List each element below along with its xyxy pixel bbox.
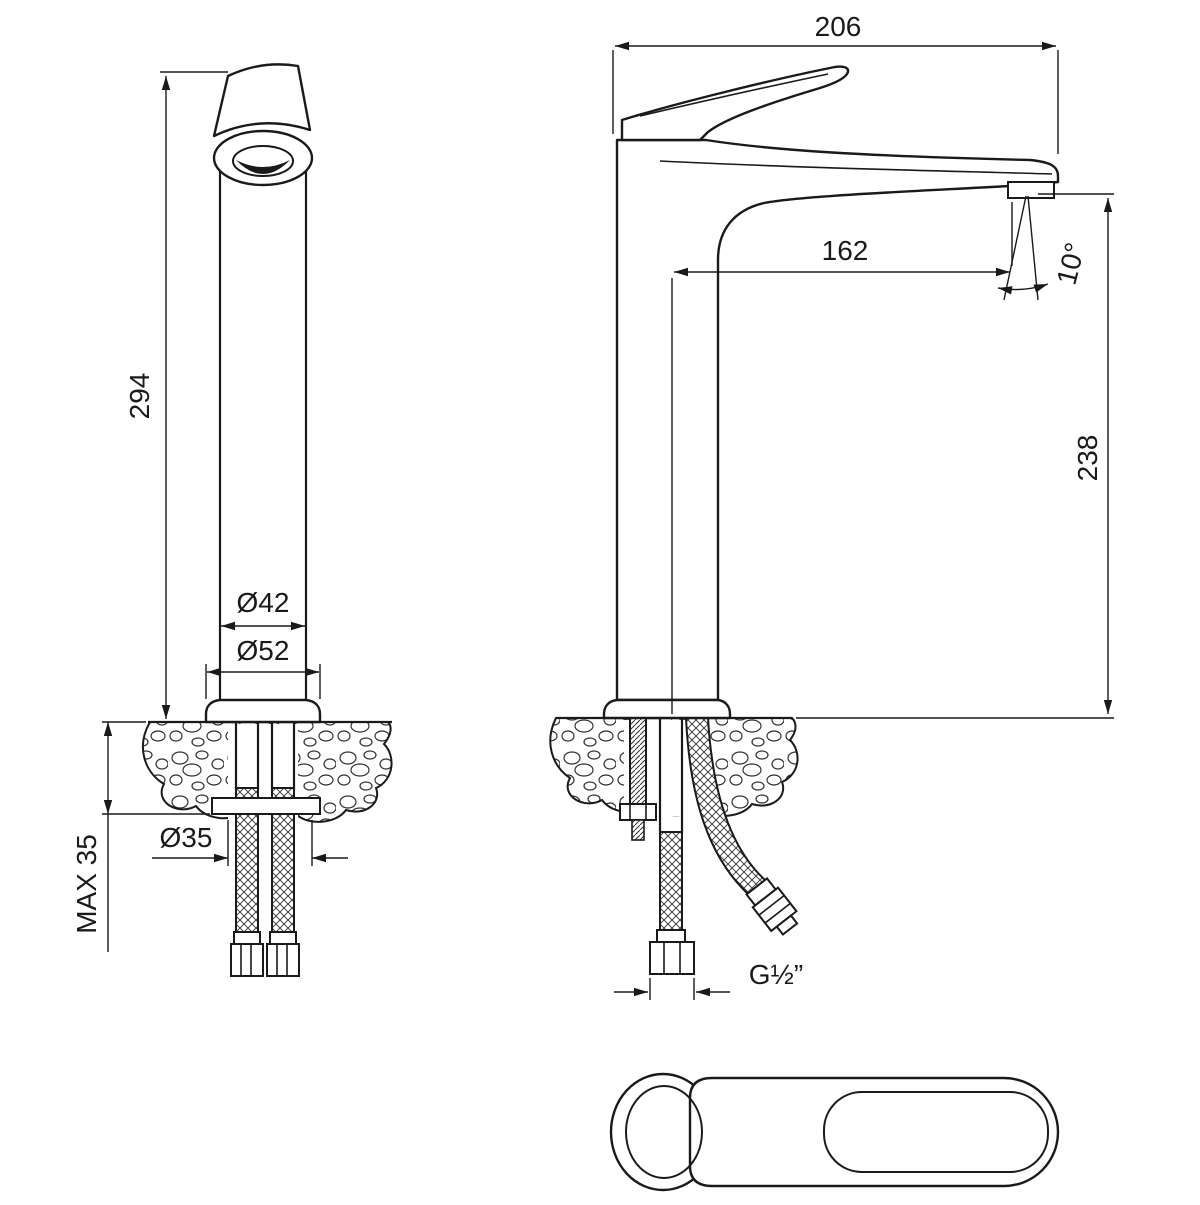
ext-lines bbox=[205, 664, 321, 699]
stud-nut-facets bbox=[629, 804, 647, 820]
fitting-nut-facets bbox=[758, 894, 791, 924]
dimension-d35: Ø35 bbox=[152, 820, 348, 866]
hose-nut-facets bbox=[663, 942, 681, 974]
angle-lines bbox=[1003, 195, 1039, 301]
fitting-stub bbox=[775, 914, 799, 936]
dimension-d52: Ø52 bbox=[205, 635, 321, 699]
dim-label-d35: Ø35 bbox=[160, 822, 213, 853]
handle-knob bbox=[212, 63, 312, 138]
side-view: 206 162 10° 238 G½” bbox=[549, 11, 1114, 1000]
hose-tube-lines bbox=[658, 718, 684, 834]
ext-lines bbox=[649, 978, 695, 1000]
dimension-g12: G½” bbox=[614, 959, 803, 1000]
handle-top-view bbox=[609, 1072, 1060, 1192]
hose-nut-left bbox=[230, 943, 264, 977]
curved-hose-fitting bbox=[745, 877, 799, 936]
dimension-max35: MAX 35 bbox=[71, 721, 210, 952]
ext-lines bbox=[796, 193, 1114, 719]
hose-braid-vertical bbox=[659, 831, 683, 931]
under-deck-hardware-side bbox=[619, 717, 799, 975]
dimension-d42: Ø42 bbox=[221, 587, 305, 631]
front-view: 294 Ø42 Ø52 MAX 35 Ø35 bbox=[71, 63, 393, 977]
mounting-washer bbox=[211, 797, 321, 815]
handle-lever-panel-line bbox=[823, 1091, 1049, 1173]
swivel-joint-crescent bbox=[236, 160, 290, 174]
dim-label-d52: Ø52 bbox=[237, 635, 290, 666]
dim-label-238: 238 bbox=[1072, 435, 1103, 482]
handle-lever-side bbox=[620, 65, 850, 142]
stud-nut bbox=[619, 803, 657, 821]
hose-collar-right bbox=[269, 931, 297, 945]
faucet-body-walls bbox=[218, 168, 308, 700]
hose-nut-right bbox=[266, 943, 300, 977]
dim-label-162: 162 bbox=[822, 235, 869, 266]
handle-lever-top bbox=[688, 1076, 1060, 1188]
dimension-206: 206 bbox=[612, 11, 1059, 154]
countertop-section-side bbox=[549, 716, 799, 817]
dim-label-g12: G½” bbox=[749, 959, 803, 990]
dimension-294: 294 bbox=[124, 71, 228, 719]
swivel-joint-inner bbox=[232, 145, 294, 177]
hose-collar bbox=[656, 929, 686, 943]
threaded-stud bbox=[629, 717, 647, 805]
angle-arc bbox=[997, 283, 1049, 295]
dim-label-d42: Ø42 bbox=[237, 587, 290, 618]
hose-tube-lines bbox=[234, 722, 296, 790]
dim-label-294: 294 bbox=[124, 373, 155, 420]
ext-lines bbox=[671, 202, 1013, 714]
swivel-joint-outer bbox=[212, 129, 314, 187]
ext-lines bbox=[612, 50, 1059, 154]
dimension-162: 162 bbox=[671, 202, 1013, 714]
dimension-238: 238 bbox=[796, 193, 1114, 719]
dim-label-10deg: 10° bbox=[1051, 239, 1091, 288]
faucet-front bbox=[204, 63, 322, 724]
hose-collar-left bbox=[233, 931, 261, 945]
stud-tail bbox=[631, 819, 645, 841]
handle-accent-line bbox=[639, 73, 829, 117]
spout-top-edge-line bbox=[659, 160, 1053, 175]
hose-nut-facets bbox=[240, 944, 288, 976]
base-flange-front bbox=[204, 698, 322, 724]
base-flange-side bbox=[602, 698, 732, 720]
faucet-body-spout-outline bbox=[615, 138, 1060, 702]
handle-base-inner bbox=[625, 1085, 703, 1179]
hose-nut bbox=[649, 941, 695, 975]
dim-label-max35: MAX 35 bbox=[71, 834, 102, 934]
dim-label-206: 206 bbox=[815, 11, 862, 42]
supply-hoses-front bbox=[211, 722, 321, 977]
aerator bbox=[1007, 181, 1055, 199]
